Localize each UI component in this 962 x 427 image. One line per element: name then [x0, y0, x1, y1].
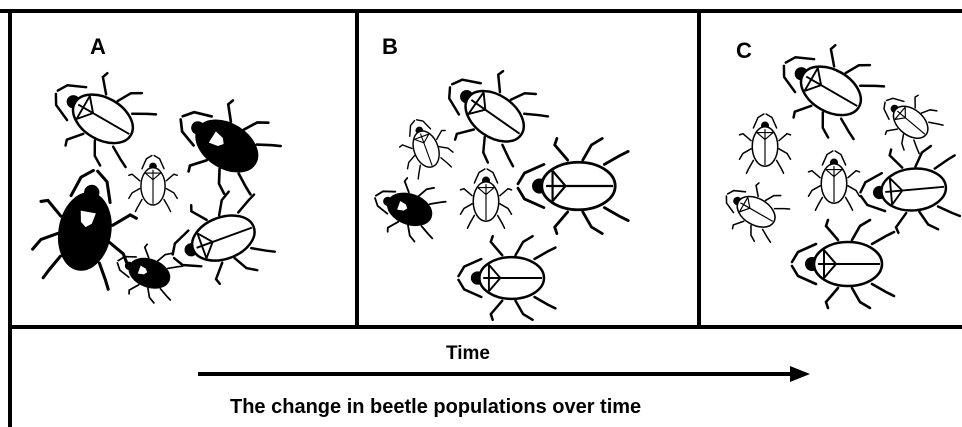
- beetle-light: [714, 172, 793, 248]
- panel-b-beetles: [366, 52, 628, 320]
- beetle-light: [518, 138, 628, 233]
- beetle-dark: [28, 162, 143, 291]
- beetle-light: [808, 151, 859, 210]
- beetle-dark: [366, 170, 449, 247]
- beetle-light: [36, 56, 162, 177]
- time-arrow: [198, 366, 810, 382]
- beetle-light: [393, 112, 458, 181]
- time-axis-label: Time: [446, 343, 490, 365]
- beetle-light: [459, 236, 556, 320]
- beetle-light: [857, 144, 961, 236]
- diagram-caption: The change in beetle populations over ti…: [230, 396, 641, 419]
- beetle-light: [460, 169, 511, 228]
- panel-a-beetles: [28, 56, 288, 308]
- beetle-light: [129, 156, 177, 212]
- panel-c-beetles: [714, 28, 961, 308]
- panel-b-label: B: [382, 34, 398, 54]
- beetle-dark: [160, 82, 288, 205]
- beetle-light: [427, 52, 554, 176]
- beetle-light: [764, 28, 890, 149]
- beetle-light: [869, 82, 947, 159]
- beetle-light: [159, 184, 279, 296]
- panel-c-label: C: [736, 38, 752, 64]
- panel-a-label: A: [90, 34, 106, 54]
- beetle-light: [792, 220, 894, 308]
- beetle-light: [739, 114, 790, 173]
